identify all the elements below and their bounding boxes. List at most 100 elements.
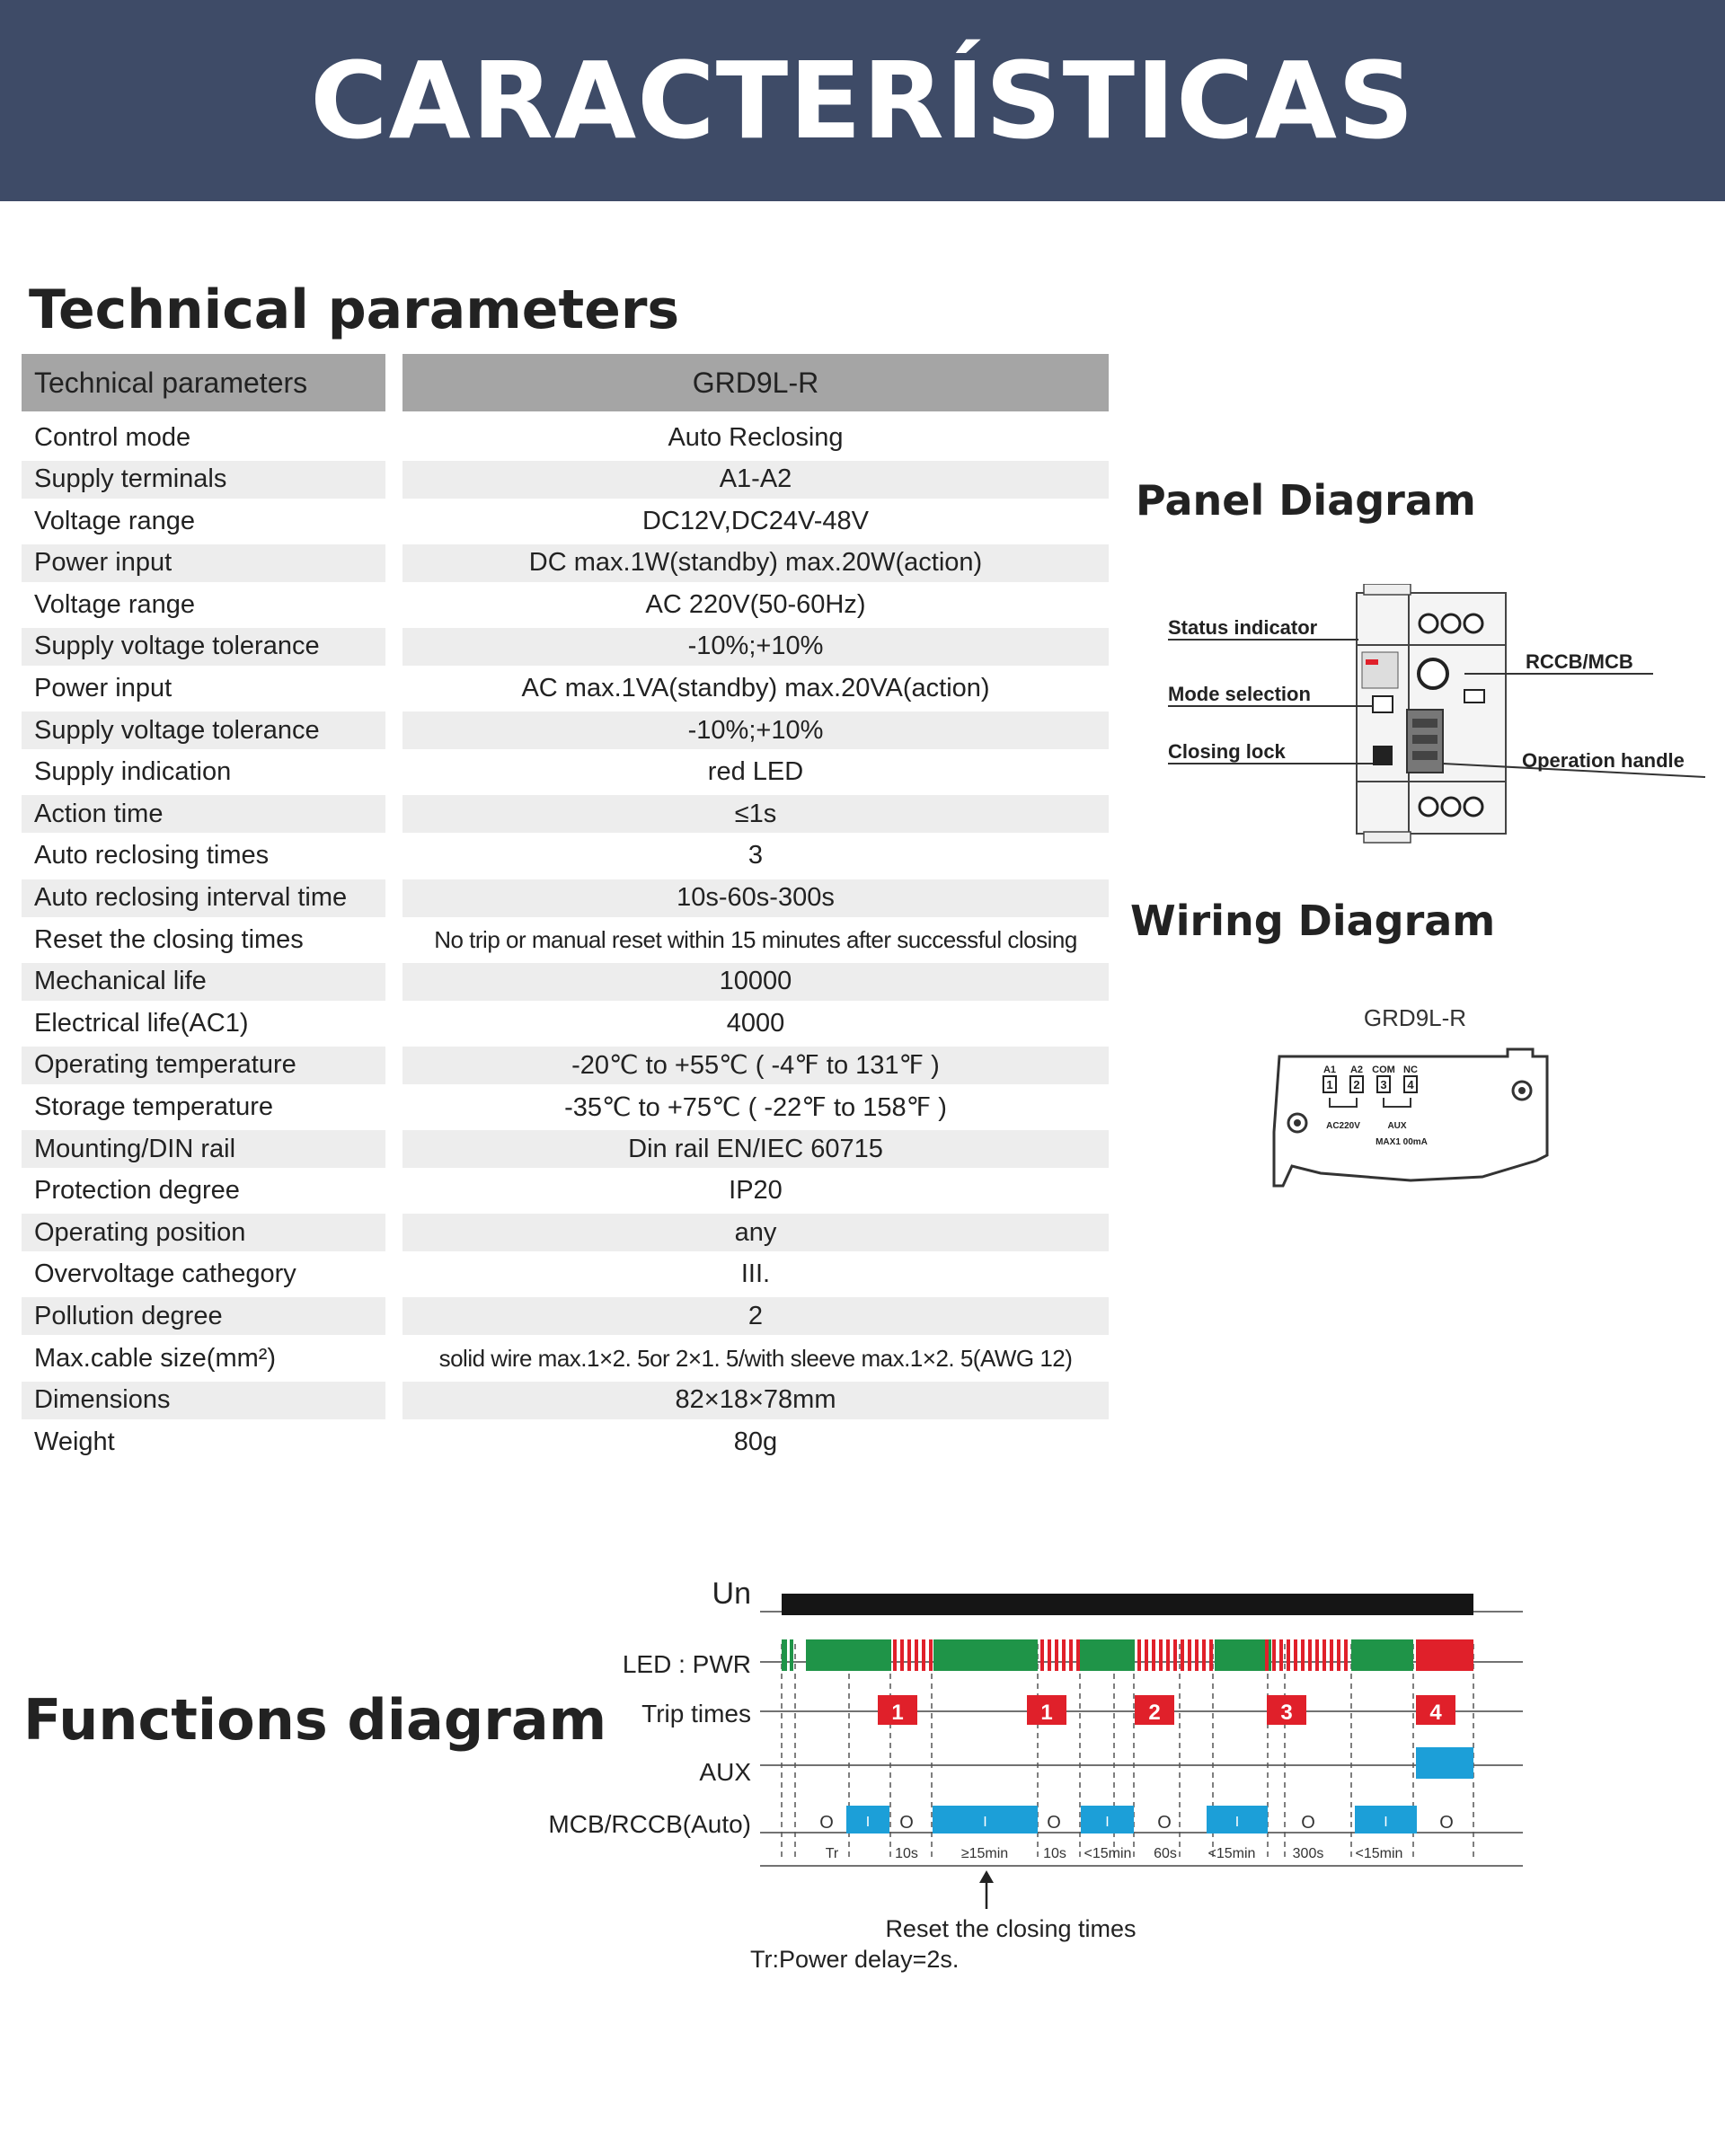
mcb-on-bar [1207,1806,1268,1833]
trip-row-label: Trip times [641,1700,751,1727]
terminal-label: COM [1372,1065,1395,1075]
header-param-cell: Technical parameters [22,354,385,411]
led-blink-stripe [1173,1639,1177,1671]
table-row: Supply voltage tolerance-10%;+10% [22,626,1109,668]
mcb-on-bar [933,1806,1038,1833]
param-value-cell: 10s-60s-300s [402,879,1109,917]
operation-handle-label: Operation handle [1522,749,1685,772]
param-name-cell: Auto reclosing interval time [22,879,385,917]
param-value-cell: ≤1s [402,795,1109,834]
table-row: Operating temperature -20℃ to +55℃ ( -4℉ … [22,1045,1109,1087]
param-value-cell: IP20 [729,1176,783,1206]
banner-title: CARACTERÍSTICAS [310,39,1415,163]
terminal-box [1322,1075,1337,1093]
trip-marker [1416,1695,1455,1725]
led-blink-stripe [1055,1639,1058,1671]
table-row: Max.cable size(mm²)solid wire max.1×2. 5… [22,1338,1109,1380]
param-value-cell: solid wire max.1×2. 5or 2×1. 5/with slee… [438,1344,1073,1372]
param-name-cell: Electrical life(AC1) [34,1008,249,1038]
param-value-cell: -35℃ to +75℃ ( -22℉ to 158℉ ) [564,1093,947,1122]
led-blink-stripe [1301,1639,1305,1671]
led-green-bar [1351,1639,1413,1671]
reset-closing-label: Reset the closing times [885,1915,1136,1942]
param-value-cell: A1-A2 [402,460,1109,499]
led-blink-stripe [1062,1639,1066,1671]
technical-parameters-title: Technical parameters [29,278,680,341]
led-blink-stripe [900,1639,904,1671]
param-name-cell: Mounting/DIN rail [22,1130,385,1169]
led-green-bar [790,1639,793,1671]
terminal-box [1376,1075,1391,1093]
led-row-label: LED : PWR [623,1650,751,1678]
led-blink-stripe [929,1639,933,1671]
param-name-cell: Operating temperature [22,1046,385,1084]
interval-label: <15min [1084,1846,1132,1861]
header-model-cell: GRD9L-R [402,354,1109,411]
led-blink-stripe [1279,1639,1283,1671]
param-name-cell: Pollution degree [22,1297,385,1336]
trip-number: 4 [1429,1701,1442,1725]
mcb-on-bar [1355,1806,1417,1833]
functions-diagram-title: Functions diagram [23,1687,607,1753]
param-value-cell: 2 [402,1297,1109,1336]
arrow-up-icon [979,1870,994,1883]
param-name-cell: Protection degree [34,1176,240,1206]
param-value-cell: No trip or manual reset within 15 minute… [434,925,1077,953]
led-blink-stripe [1159,1639,1163,1671]
terminal-number: 3 [1380,1078,1386,1091]
header-banner: CARACTERÍSTICAS [0,0,1725,201]
led-blink-stripe [1181,1639,1184,1671]
panel-diagram-title: Panel Diagram [1136,476,1476,525]
led-green-bar [782,1639,787,1671]
param-value-cell: AC max.1VA(standby) max.20VA(action) [521,674,990,703]
param-name-cell: Power input [22,543,385,582]
terminal-label: A2 [1350,1065,1363,1075]
param-value-cell: -20℃ to +55℃ ( -4℉ to 131℉ ) [402,1046,1109,1084]
max-current-label: MAX1 00mA [1376,1137,1428,1147]
mcb-on-label: I [1384,1815,1387,1830]
param-value-cell: AC 220V(50-60Hz) [645,589,866,619]
led-blink-stripe [1166,1639,1170,1671]
led-blink-stripe [1294,1639,1297,1671]
table-row: Action time ≤1s [22,793,1109,835]
led-blink-stripe [1344,1639,1348,1671]
panel-diagram: Status indicator Mode selection Closing … [1168,584,1706,844]
led-green-bar [1080,1639,1135,1671]
mcb-off-label: O [1301,1813,1315,1833]
param-name-cell: Mechanical life [22,962,385,1001]
param-value-cell: 82×18×78mm [402,1381,1109,1419]
param-name-cell: Operating position [22,1214,385,1252]
mcb-off-label: O [1439,1813,1454,1833]
wiring-diagram-title: Wiring Diagram [1130,897,1496,945]
table-row: Storage temperature-35℃ to +75℃ ( -22℉ t… [22,1087,1109,1129]
param-name-cell: Overvoltage cathegory [34,1259,296,1289]
param-name-cell: Supply indication [34,757,232,787]
param-value-cell: 3 [748,841,764,870]
led-blink-stripe [1040,1639,1044,1671]
led-blink-stripe [1272,1639,1276,1671]
mcb-on-label: I [1235,1815,1239,1830]
trip-marker [1135,1695,1174,1725]
param-name-cell: Auto reclosing times [34,841,270,870]
param-value-cell: 4000 [726,1008,785,1038]
param-value-cell: any [402,1214,1109,1252]
table-header: Technical parameters GRD9L-R [22,354,1109,417]
param-name-cell: Action time [22,795,385,834]
table-row: Electrical life(AC1) 4000 [22,1003,1109,1045]
wiring-model-label: GRD9L-R [1364,1004,1466,1031]
led-blink-stripe [1202,1639,1206,1671]
technical-parameters-table: Technical parameters GRD9L-R Control mod… [22,354,1109,1463]
param-value-cell: -10%;+10% [402,627,1109,666]
table-row: Supply voltage tolerance-10%;+10% [22,710,1109,752]
led-blink-stripe [1195,1639,1199,1671]
